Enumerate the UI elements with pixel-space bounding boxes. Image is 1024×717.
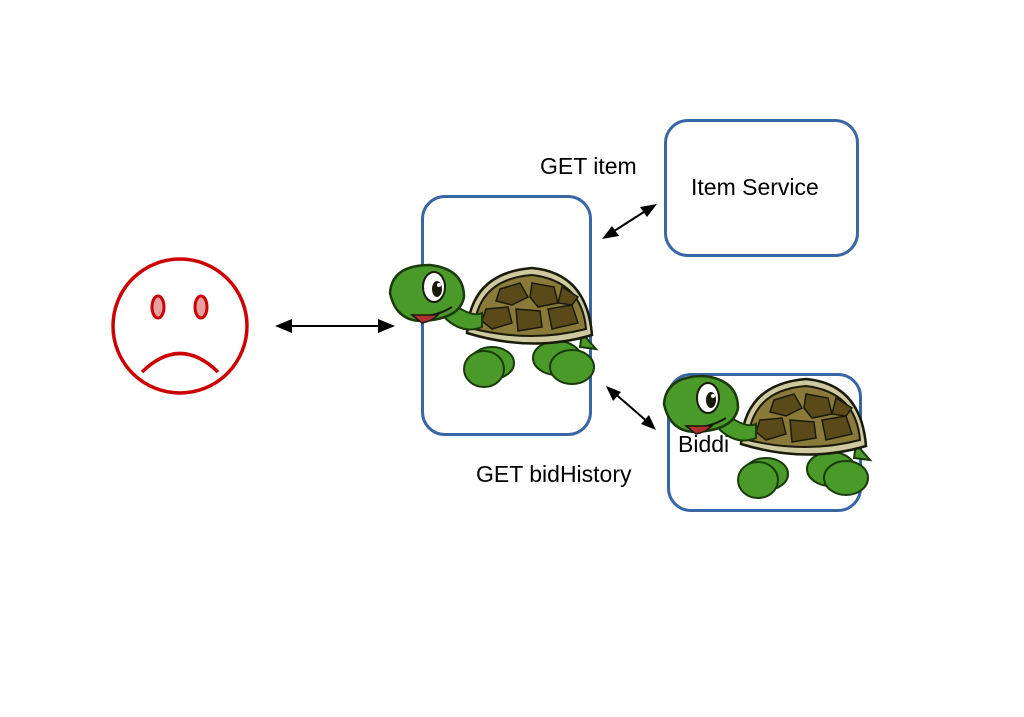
user-web-arrow — [275, 319, 395, 333]
get-bid-history-label: GET bidHistory — [476, 461, 632, 487]
get-item-arrow — [602, 204, 657, 239]
sad-face-icon — [111, 257, 249, 395]
bidding-node-label: Biddi — [678, 431, 730, 457]
item-service-node — [664, 119, 859, 257]
web-node — [421, 195, 592, 436]
item-service-label: Item Service — [691, 174, 819, 200]
get-bid-history-arrow — [606, 386, 656, 430]
web-node-label: W — [480, 288, 502, 314]
get-item-label: GET item — [540, 153, 637, 179]
